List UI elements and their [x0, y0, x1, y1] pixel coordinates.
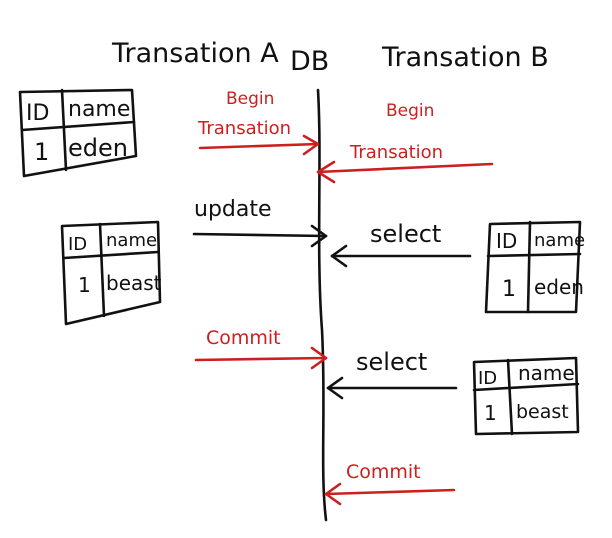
table-a-after-name: beast [106, 271, 162, 295]
table-b-second-col-name: name [518, 361, 575, 385]
arrow-a-update: update [192, 197, 328, 248]
arrow-b-select-2: select [326, 348, 458, 400]
table-b-second-col-id: ID [478, 368, 497, 389]
table-a-before-id: 1 [34, 138, 49, 166]
table-a-after-col-id: ID [68, 234, 87, 255]
table-a-after: ID name 1 beast [60, 220, 162, 326]
table-a-before: ID name 1 eden [18, 88, 138, 178]
arrow-b-begin-transaction: Begin Transation [316, 101, 494, 184]
table-a-after-col-name: name [106, 230, 157, 251]
table-b-second-select: ID name 1 beast [472, 356, 580, 436]
arrow-b-select-1-label: select [370, 220, 441, 248]
table-b-second-id: 1 [484, 401, 497, 425]
table-b-first-id: 1 [502, 277, 516, 302]
arrow-b-begin-label-2: Transation [349, 142, 443, 163]
table-b-first-col-name: name [534, 230, 585, 251]
table-a-before-col-name: name [68, 97, 130, 122]
db-timeline [316, 88, 328, 522]
arrow-a-commit-label: Commit [206, 327, 281, 349]
arrow-b-begin-label-1: Begin [386, 101, 434, 121]
table-b-first-select: ID name 1 eden [484, 220, 585, 314]
header-transaction-b: Transation B [381, 42, 549, 73]
arrow-a-update-label: update [194, 197, 272, 222]
table-b-first-name: eden [534, 275, 584, 299]
header-transaction-a: Transation A [111, 38, 279, 69]
table-b-first-col-id: ID [496, 229, 517, 253]
arrow-a-begin-transaction: Begin Transation [197, 89, 320, 156]
table-a-after-id: 1 [78, 273, 91, 297]
table-a-before-name: eden [68, 134, 128, 162]
arrow-a-begin-label-1: Begin [226, 89, 274, 109]
table-a-before-col-id: ID [26, 101, 49, 126]
arrow-b-commit: Commit [324, 461, 456, 506]
header-db: DB [290, 46, 329, 77]
arrow-b-commit-label: Commit [346, 461, 421, 483]
arrow-a-commit: Commit [194, 327, 328, 370]
arrow-b-select-2-label: select [356, 348, 427, 376]
arrow-a-begin-label-2: Transation [197, 118, 291, 139]
arrow-b-select-1: select [330, 220, 472, 268]
table-b-second-name: beast [516, 401, 569, 423]
